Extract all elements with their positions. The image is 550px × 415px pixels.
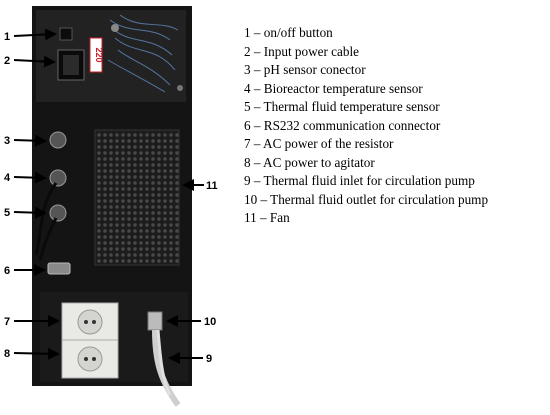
callout-label: 11 [206,180,218,192]
callout-7: 7 [4,315,60,328]
legend-item: 4 – Bioreactor temperature sensor [244,80,423,96]
callout-label: 9 [206,353,212,365]
device-figure: 220 1 2 3 4 5 [4,6,218,407]
callout-label: 5 [4,207,10,219]
callout-2: 2 [4,55,56,68]
legend-item: 5 – Thermal fluid temperature sensor [244,99,440,114]
fluid-tubes [147,311,181,407]
legend-item: 10 – Thermal fluid outlet for circulatio… [244,191,489,207]
on-off-button[interactable] [59,27,73,41]
ph-sensor-connector [49,131,67,149]
voltage-sticker: 220 [89,37,104,73]
callout-9: 9 [168,352,212,365]
callout-6: 6 [4,264,46,277]
callout-label: 10 [204,316,216,328]
fan-grill [94,129,180,266]
legend-item: 3 – pH sensor conector [244,62,366,77]
callout-1: 1 [4,28,57,43]
legend-item: 8 – AC power to agitator [244,154,375,170]
callout-5: 5 [4,206,47,219]
callout-8: 8 [4,347,60,360]
callout-label: 1 [4,31,10,43]
legend-item: 7 – AC power of the resistor [244,136,394,151]
callout-label: 2 [4,55,10,67]
callout-11: 11 [182,179,218,192]
thermal-fluid-temperature-connector [49,204,67,222]
ac-socket-agitator [61,339,119,379]
wiring-bundle [107,14,179,93]
callout-label: 8 [4,348,10,360]
legend-item: 6 – RS232 communication connector [244,117,441,133]
callout-10: 10 [166,315,216,328]
legend-item: 9 – Thermal fluid inlet for circulation … [244,173,475,188]
callout-label: 7 [4,316,10,328]
power-module [57,27,85,81]
callout-label: 6 [4,265,10,277]
legend-item: 1 – on/off button [244,25,333,40]
ac-socket-resistor [61,302,119,342]
legend-list: 1 – on/off button 2 – Input power cable … [244,24,488,228]
callout-3: 3 [4,134,47,147]
legend-item: 2 – Input power cable [244,43,359,59]
callout-4: 4 [4,171,47,184]
legend-item: 11 – Fan [244,210,290,225]
callout-label: 3 [4,135,10,147]
callout-label: 4 [4,172,11,184]
rs232-connector [47,262,71,275]
voltage-label: 220 [94,47,104,62]
bioreactor-temperature-connector [49,169,67,187]
